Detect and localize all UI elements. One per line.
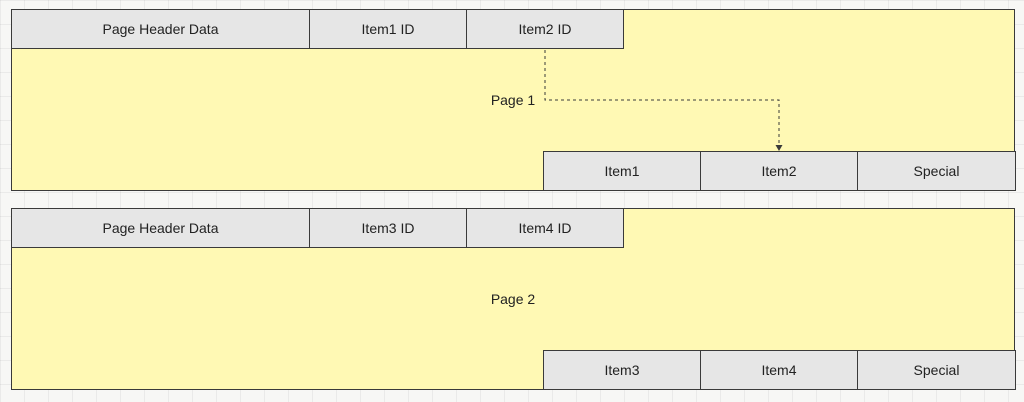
item3-id-cell: Item3 ID <box>309 208 467 248</box>
page-header-data-cell: Page Header Data <box>11 9 310 49</box>
page-1-block: Page Header Data Item1 ID Item2 ID Page … <box>11 9 1016 191</box>
item2-cell: Item2 <box>700 151 858 191</box>
special-cell: Special <box>857 350 1016 390</box>
special-cell: Special <box>857 151 1016 191</box>
page-2-label: Page 2 <box>490 291 536 307</box>
item1-cell: Item1 <box>543 151 701 191</box>
page-1-label: Page 1 <box>490 92 536 108</box>
page-header-data-cell: Page Header Data <box>11 208 310 248</box>
item3-cell: Item3 <box>543 350 701 390</box>
item1-id-cell: Item1 ID <box>309 9 467 49</box>
item4-id-cell: Item4 ID <box>466 208 624 248</box>
item4-cell: Item4 <box>700 350 858 390</box>
item2-id-cell: Item2 ID <box>466 9 624 49</box>
page-2-block: Page Header Data Item3 ID Item4 ID Page … <box>11 208 1016 390</box>
